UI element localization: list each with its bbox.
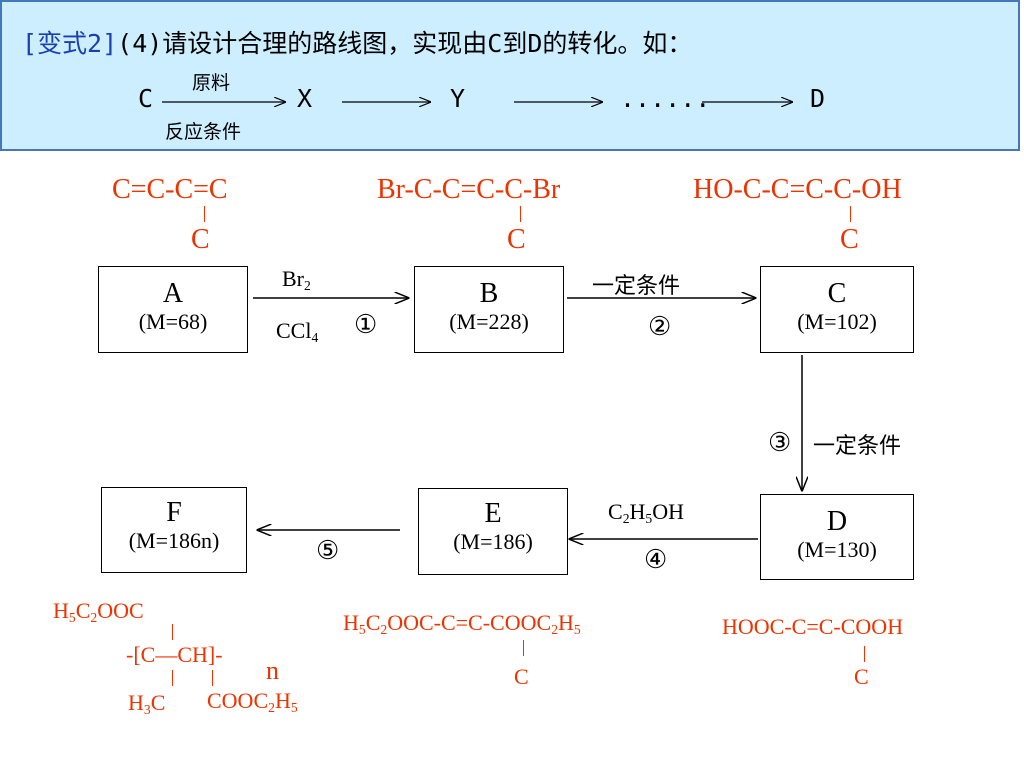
structure-e-branch: C xyxy=(514,664,529,689)
route-node-d: D xyxy=(810,84,826,113)
compound-e-name: E xyxy=(484,498,502,529)
structure-b: Br-C-C=C-C-Br xyxy=(377,174,561,205)
structure-a: C=C-C=C xyxy=(112,174,228,205)
structure-f-left-sub: H3C xyxy=(128,690,166,717)
step4-reagent: C2H5OH xyxy=(608,499,684,526)
step3-number: ③ xyxy=(768,428,792,457)
compound-f-mass: (M=186n) xyxy=(128,528,220,553)
structure-f-n: n xyxy=(266,656,279,685)
compound-a-mass: (M=68) xyxy=(138,309,208,334)
step3-condition: 一定条件 xyxy=(813,434,902,459)
step2-condition: 一定条件 xyxy=(592,274,681,299)
structure-f-bond-top xyxy=(172,624,173,640)
route-node-dots: ...... xyxy=(620,84,711,113)
structure-a-branch: C xyxy=(191,224,210,255)
structure-e: H5C2OOC-C=C-COOC2H5 xyxy=(343,610,581,637)
structure-e-bond xyxy=(523,640,524,656)
route-node-x: X xyxy=(297,84,313,113)
question-line: [变式2](4)请设计合理的路线图，实现由C到D的转化。如： xyxy=(22,24,692,60)
compound-box-f: F (M=186n) xyxy=(101,487,247,573)
structure-b-branch: C xyxy=(507,224,526,255)
compound-b-name: B xyxy=(479,278,499,309)
structure-a-bond xyxy=(204,206,205,222)
compound-box-d: D (M=130) xyxy=(760,494,914,580)
structure-d-branch: C xyxy=(854,664,869,689)
structure-f-top: H5C2OOC xyxy=(53,598,144,625)
structure-f-right-sub: COOC2H5 xyxy=(207,688,298,715)
step2-number: ② xyxy=(648,312,672,341)
compound-a-name: A xyxy=(162,278,184,309)
step1-number: ① xyxy=(354,310,378,339)
compound-c-name: C xyxy=(827,278,847,309)
route-arrows xyxy=(162,2,1018,149)
structure-c-bond xyxy=(850,206,851,222)
route-below-label: 反应条件 xyxy=(165,121,242,143)
structure-d-bond xyxy=(864,646,865,662)
step1-reagent-top: Br2 xyxy=(282,266,311,293)
route-node-y: Y xyxy=(450,84,466,113)
route-start: C xyxy=(138,84,154,113)
structure-f-bond-right xyxy=(212,670,213,686)
structure-c: HO-C-C=C-C-OH xyxy=(693,174,902,205)
question-text: (4)请设计合理的路线图，实现由C到D的转化。如： xyxy=(117,29,693,58)
compound-d-name: D xyxy=(826,506,848,537)
step4-number: ④ xyxy=(644,545,668,574)
structure-f-chain: -[C—CH]- xyxy=(126,642,223,667)
structure-c-branch: C xyxy=(840,224,859,255)
route-above-label: 原料 xyxy=(192,72,231,94)
compound-d-mass: (M=130) xyxy=(797,537,877,562)
step5-number: ⑤ xyxy=(316,536,340,565)
compound-box-e: E (M=186) xyxy=(418,488,568,575)
structure-b-bond xyxy=(520,206,521,222)
compound-box-b: B (M=228) xyxy=(414,266,564,353)
question-header: [变式2](4)请设计合理的路线图，实现由C到D的转化。如： C 原料 反应条件… xyxy=(0,0,1020,151)
step1-reagent-bottom: CCl4 xyxy=(276,318,319,345)
compound-f-name: F xyxy=(166,497,182,528)
compound-box-c: C (M=102) xyxy=(760,266,914,353)
compound-e-mass: (M=186) xyxy=(453,529,533,554)
compound-b-mass: (M=228) xyxy=(449,309,529,334)
variant-label: [变式2] xyxy=(22,29,118,58)
structure-d: HOOC-C=C-COOH xyxy=(722,614,904,639)
structure-f-bond-left xyxy=(172,670,173,686)
compound-box-a: A (M=68) xyxy=(98,266,248,353)
compound-c-mass: (M=102) xyxy=(797,309,877,334)
